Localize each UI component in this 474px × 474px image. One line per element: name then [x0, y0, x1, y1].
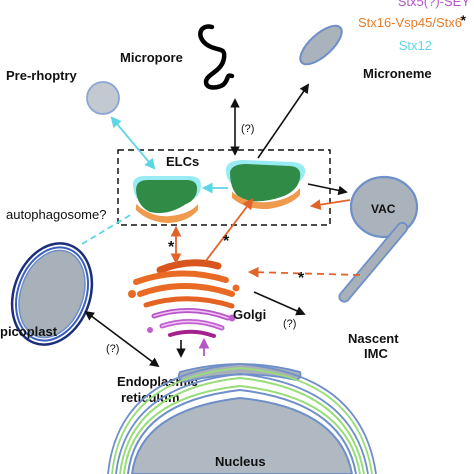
arrow-golgi-imc [253, 291, 306, 316]
label-micropore: Micropore [120, 50, 183, 65]
arrow-prerhoptry-elc [110, 116, 156, 170]
label-nascent-imc-line2: IMC [364, 346, 388, 361]
vac-shape [349, 175, 419, 239]
label-apicoplast: picoplast [0, 324, 58, 339]
arrow-imc-golgi [247, 266, 361, 278]
nucleus-shape [107, 363, 377, 474]
star-golgi-elc-right: * [223, 233, 230, 250]
nascent-imc-shape [338, 221, 409, 303]
legend-stx16-star: * [461, 12, 467, 28]
label-golgi: Golgi [233, 307, 266, 322]
q-golgi-imc: (?) [283, 318, 296, 330]
arrow-elc-vac [307, 183, 348, 196]
apicoplast-shape [10, 242, 94, 346]
legend-stx5: Stx5(?)-SEY [398, 0, 471, 9]
microneme-shape [299, 24, 343, 66]
star-imc-golgi: * [298, 270, 305, 287]
star-golgi-elc-left: * [168, 239, 175, 256]
arrow-golgi-elc-right [204, 198, 254, 263]
label-nucleus: Nucleus [215, 454, 266, 469]
golgi-shape [128, 259, 240, 338]
arrow-vac-elc [309, 199, 351, 210]
label-microneme: Microneme [363, 66, 432, 81]
elc-left [132, 176, 202, 223]
micropore-shape [198, 24, 235, 90]
q-micropore: (?) [241, 123, 254, 135]
legend-stx16: Stx16-Vsp45/Stx6 [358, 15, 462, 30]
label-vac: VAC [371, 202, 396, 216]
legend-stx12: Stx12 [399, 38, 432, 53]
label-autophagosome: autophagosome? [6, 207, 106, 222]
elc-dashed-box [117, 149, 331, 226]
arrow-elc-microneme [257, 83, 310, 159]
label-elcs: ELCs [166, 154, 199, 169]
pre-rhoptry-shape [86, 81, 120, 115]
label-nascent-imc-line1: Nascent [348, 331, 399, 346]
q-apicoplast-er: (?) [106, 343, 119, 355]
er-cisterna [177, 363, 302, 383]
elc-right [225, 160, 306, 210]
arrow-apicoplast-er [84, 310, 160, 368]
label-pre-rhoptry: Pre-rhoptry [6, 68, 78, 83]
